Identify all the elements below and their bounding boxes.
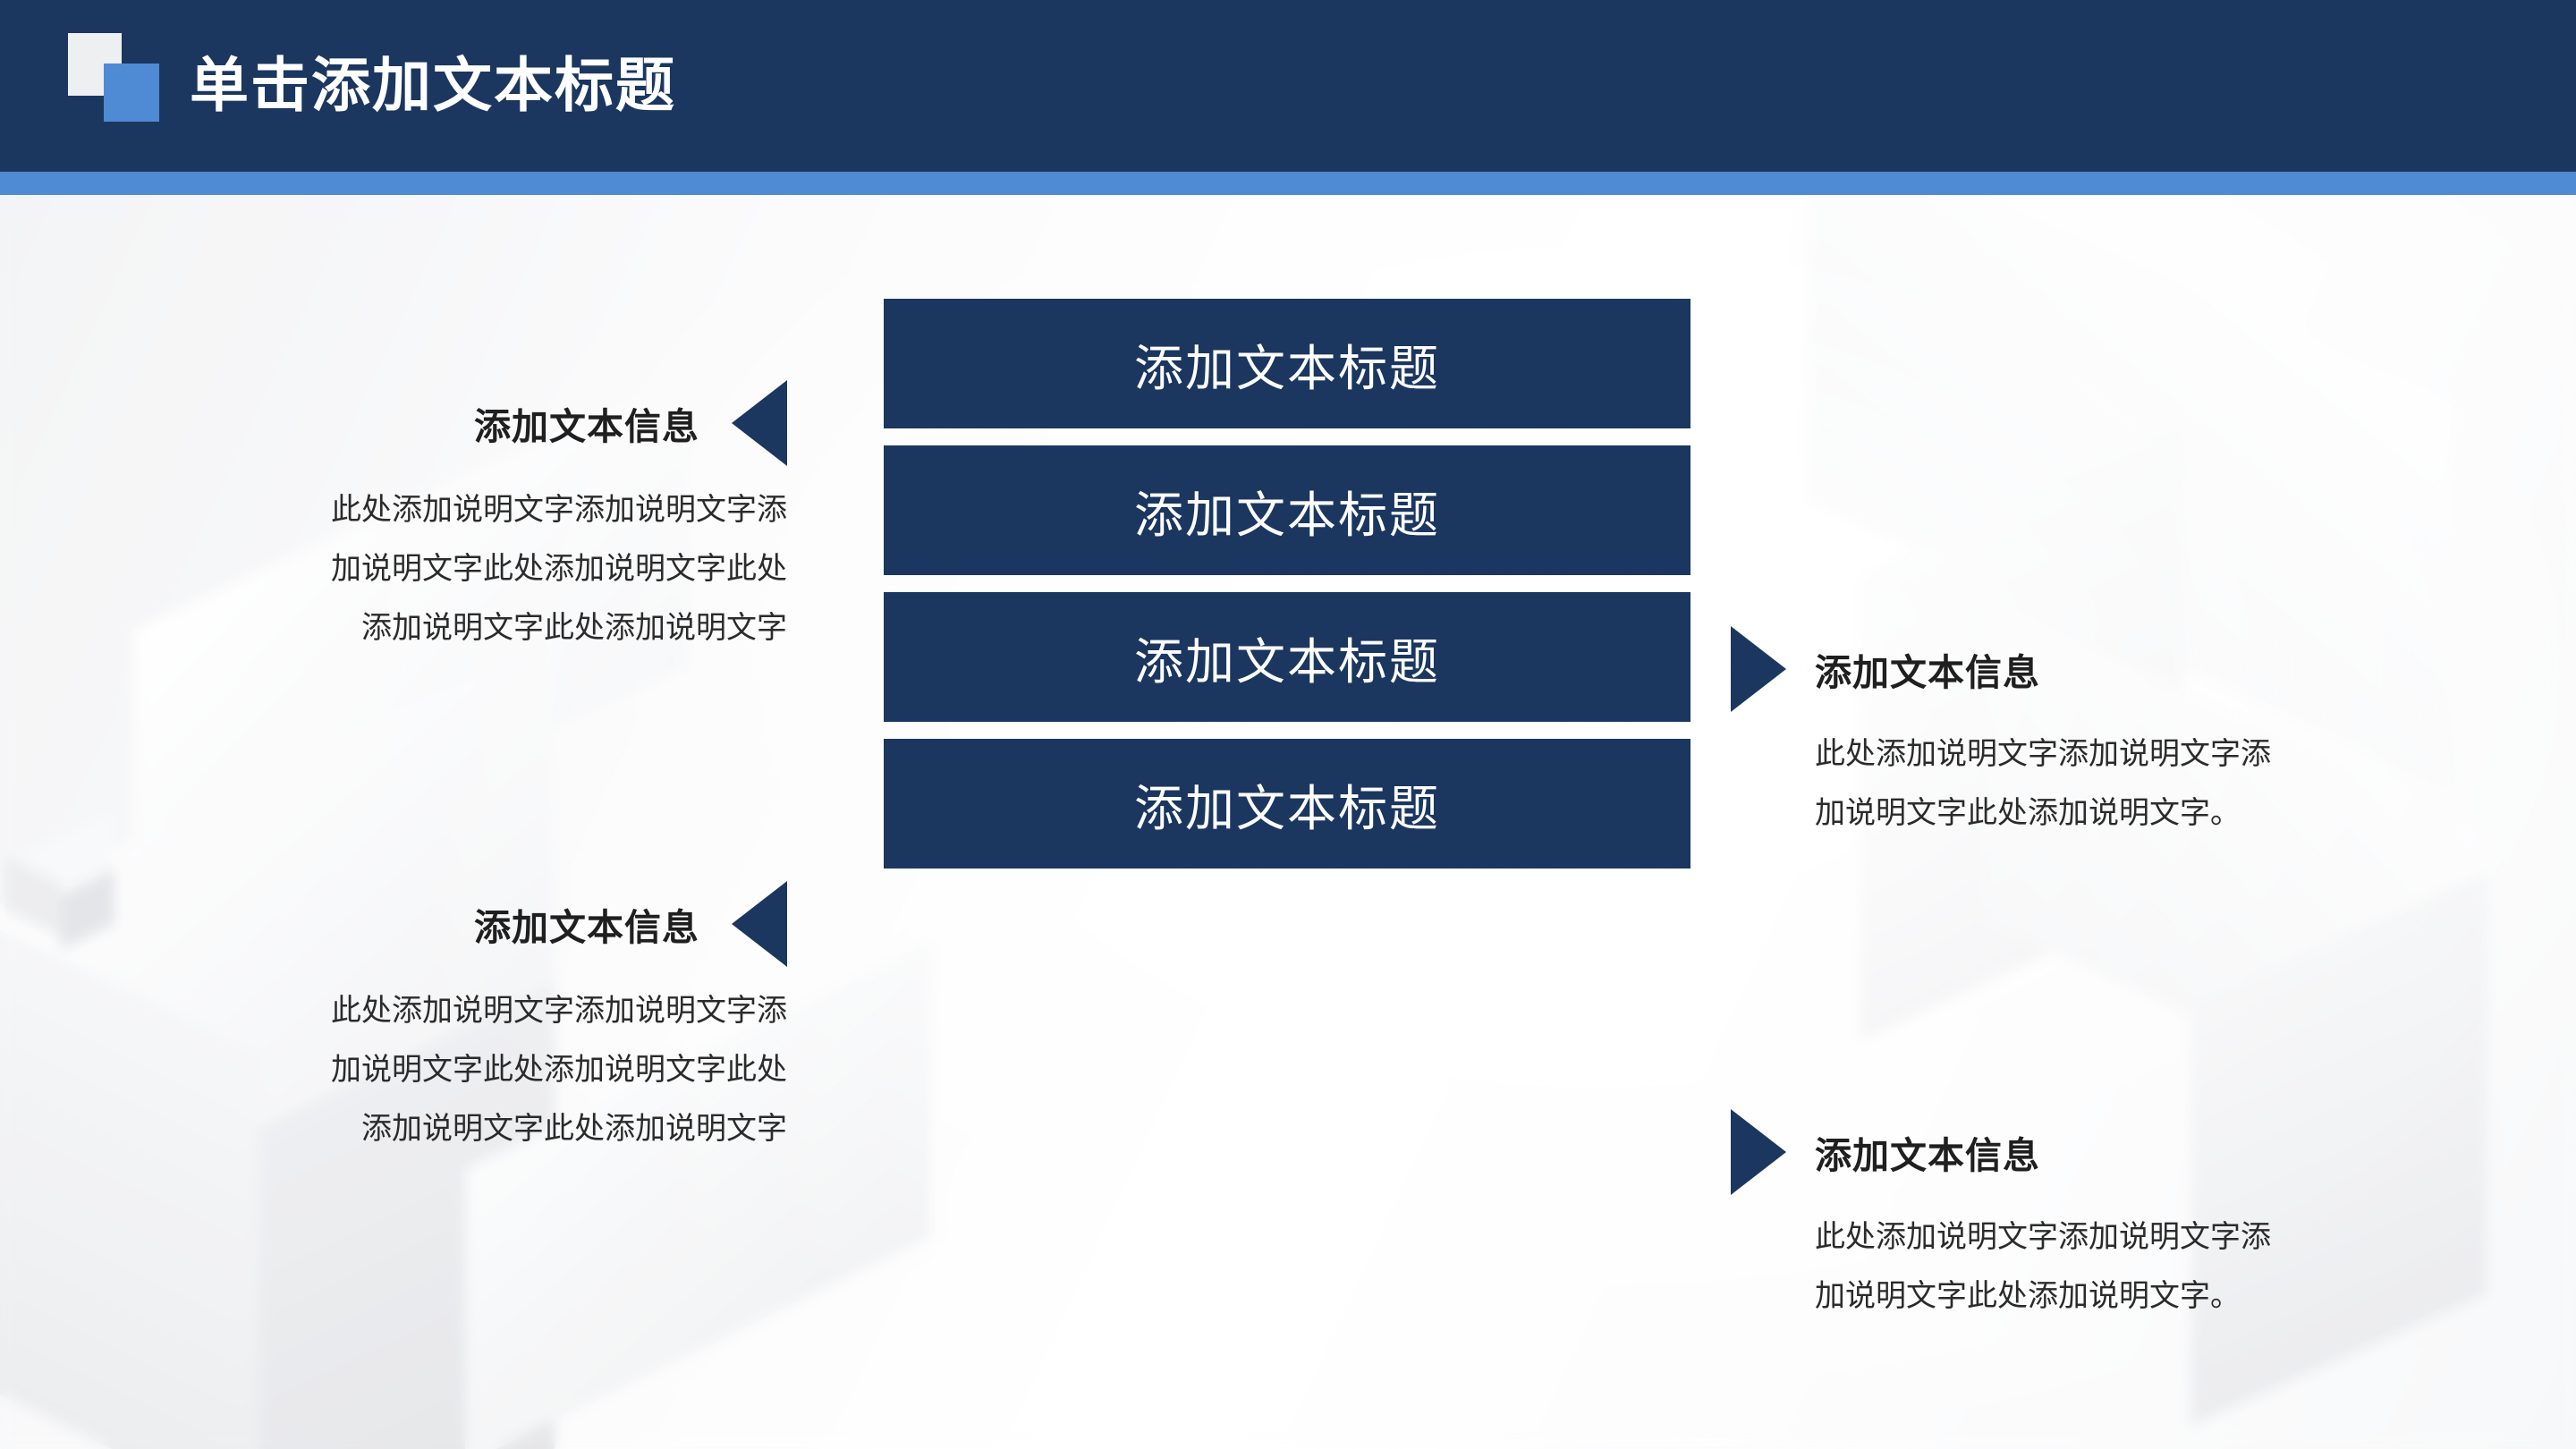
left-block-2-body: 此处添加说明文字添加说明文字添 加说明文字此处添加说明文字此处 添加说明文字此处… [36, 981, 787, 1158]
info-box-label: 添加文本标题 [1133, 340, 1440, 396]
triangle-right-icon [1731, 626, 1786, 712]
body-line: 加说明文字此处添加说明文字此处 [331, 1053, 787, 1087]
right-text-block-2: 添加文本信息 此处添加说明文字添加说明文字添 加说明文字此处添加说明文字。 [1731, 1109, 2464, 1326]
right-block-1-head: 添加文本信息 [1731, 626, 2464, 712]
left-text-block-1: 添加文本信息 此处添加说明文字添加说明文字添 加说明文字此处添加说明文字此处 添… [36, 380, 787, 657]
triangle-left-icon [732, 881, 787, 967]
body-line: 此处添加说明文字添加说明文字添 [331, 493, 787, 527]
left-block-1-body: 此处添加说明文字添加说明文字添 加说明文字此处添加说明文字此处 添加说明文字此处… [36, 480, 787, 657]
info-box-4[interactable]: 添加文本标题 [884, 739, 1690, 869]
center-box-stack: 添加文本标题 添加文本标题 添加文本标题 添加文本标题 [884, 299, 1690, 869]
blue-square-icon [104, 64, 159, 122]
triangle-right-icon [1731, 1109, 1786, 1195]
right-text-block-1: 添加文本信息 此处添加说明文字添加说明文字添 加说明文字此处添加说明文字。 [1731, 626, 2464, 843]
info-box-1[interactable]: 添加文本标题 [884, 299, 1690, 428]
right-block-2-title: 添加文本信息 [1815, 1135, 2040, 1176]
body-line: 添加说明文字此处添加说明文字 [361, 611, 787, 645]
info-box-label: 添加文本标题 [1133, 780, 1440, 836]
left-text-block-2: 添加文本信息 此处添加说明文字添加说明文字添 加说明文字此处添加说明文字此处 添… [36, 881, 787, 1158]
body-line: 此处添加说明文字添加说明文字添 [1815, 1220, 2271, 1254]
left-block-1-head: 添加文本信息 [36, 380, 787, 466]
info-box-2[interactable]: 添加文本标题 [884, 445, 1690, 575]
page-title: 单击添加文本标题 [190, 52, 676, 118]
slide-header: 单击添加文本标题 [0, 0, 2576, 172]
left-block-2-title: 添加文本信息 [474, 907, 699, 948]
body-line: 此处添加说明文字添加说明文字添 [1815, 737, 2271, 771]
left-block-2-head: 添加文本信息 [36, 881, 787, 967]
left-block-1-title: 添加文本信息 [474, 406, 699, 447]
header-accent-stripe [0, 172, 2576, 195]
info-box-3[interactable]: 添加文本标题 [884, 592, 1690, 722]
body-line: 加说明文字此处添加说明文字。 [1815, 796, 2241, 830]
right-block-2-body: 此处添加说明文字添加说明文字添 加说明文字此处添加说明文字。 [1731, 1208, 2464, 1326]
info-box-label: 添加文本标题 [1133, 487, 1440, 543]
info-box-label: 添加文本标题 [1133, 633, 1440, 690]
right-block-1-body: 此处添加说明文字添加说明文字添 加说明文字此处添加说明文字。 [1731, 724, 2464, 843]
right-block-1-title: 添加文本信息 [1815, 652, 2040, 693]
triangle-left-icon [732, 380, 787, 466]
body-line: 此处添加说明文字添加说明文字添 [331, 994, 787, 1028]
logo-mark [68, 33, 174, 136]
body-line: 加说明文字此处添加说明文字。 [1815, 1279, 2241, 1313]
body-line: 添加说明文字此处添加说明文字 [361, 1112, 787, 1146]
body-line: 加说明文字此处添加说明文字此处 [331, 552, 787, 586]
right-block-2-head: 添加文本信息 [1731, 1109, 2464, 1195]
